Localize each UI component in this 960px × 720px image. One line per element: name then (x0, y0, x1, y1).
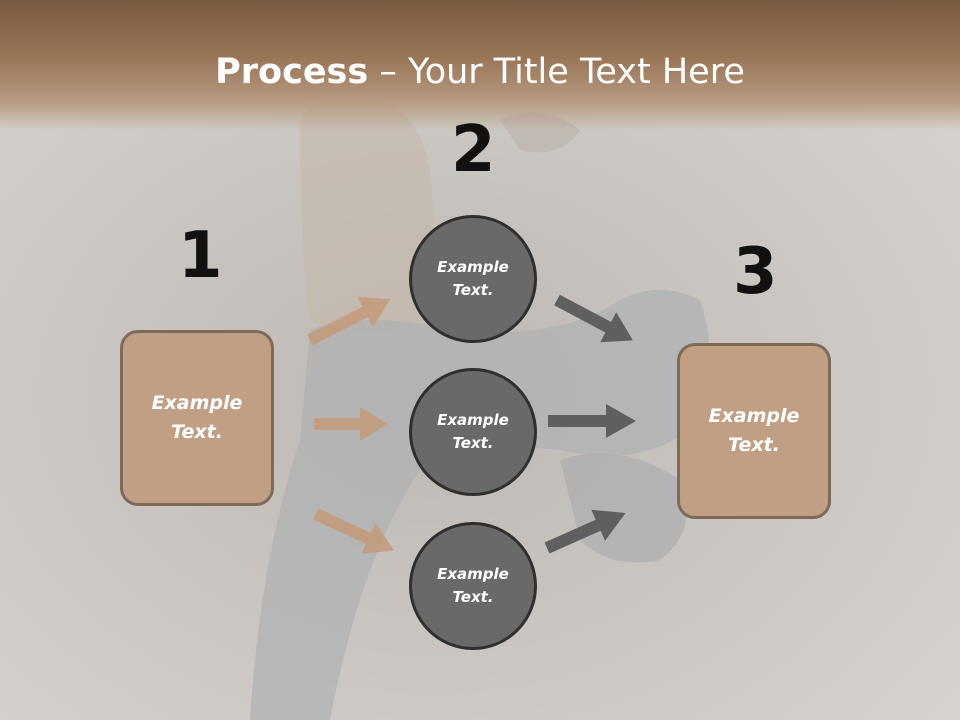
step-1-text: Example Text. (151, 392, 243, 443)
step-3-box: Example Text. (677, 343, 831, 519)
step-2-number: 2 (451, 113, 496, 187)
step-1-box: Example Text. (120, 330, 274, 506)
circle-bottom-text: Example Text. (437, 565, 509, 606)
step-2-circle-bottom: Example Text. (409, 522, 537, 650)
step-2-circle-top: Example Text. (409, 215, 537, 343)
title-bold-part: Process (215, 52, 369, 92)
circle-top-text: Example Text. (437, 258, 509, 299)
step-3-number: 3 (733, 235, 778, 309)
step-1-number: 1 (178, 219, 223, 293)
step-3-text: Example Text. (708, 405, 800, 456)
circle-middle-text: Example Text. (437, 411, 509, 452)
step-2-circle-middle: Example Text. (409, 368, 537, 496)
slide-title: Process – Your Title Text Here (0, 52, 960, 92)
title-band (0, 0, 960, 130)
title-rest-part: – Your Title Text Here (368, 52, 745, 92)
